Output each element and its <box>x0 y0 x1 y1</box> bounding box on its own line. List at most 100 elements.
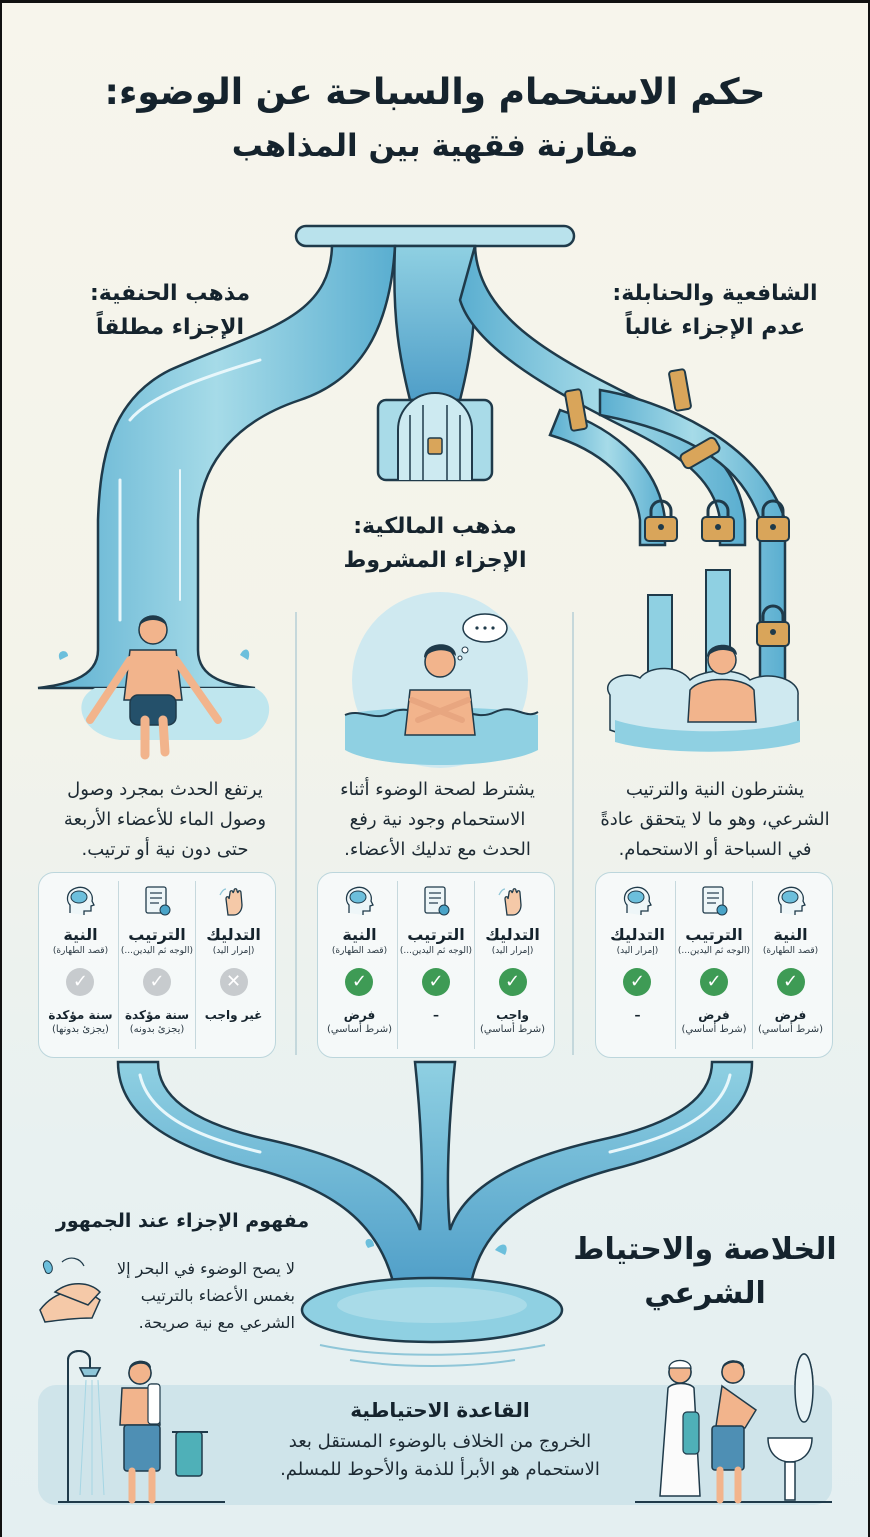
ruling-label: فرض <box>698 1008 730 1022</box>
card-column: النية (قصد الطهارة) ✓ فرض (شرط أساسي) <box>322 881 397 1049</box>
precaution-rule: القاعدة الاحتياطية الخروج من الخلاف بالو… <box>220 1398 660 1484</box>
rubbing-hand-icon <box>218 888 243 916</box>
page-title: حكم الاستحمام والسباحة عن الوضوء: <box>104 72 766 113</box>
rubbing-hand-icon <box>497 888 522 916</box>
majority-line: الشرعي مع نية صريحة. <box>138 1313 295 1332</box>
scroll-list-icon <box>145 886 171 916</box>
sitting-man-illustration <box>58 615 270 760</box>
x-mark-icon: ✕ <box>219 968 248 996</box>
thinking-man-illustration <box>344 592 539 768</box>
shafii-heading-line2: عدم الإجزاء غالباً <box>624 315 806 340</box>
column-subtitle: (إمرار اليد) <box>491 946 534 956</box>
precaution-rule-text: الخروج من الخلاف بالوضوء المستقل بعد الا… <box>220 1428 660 1484</box>
converging-streams <box>116 1060 754 1367</box>
column-title: التدليك <box>206 925 261 944</box>
column-subtitle: (الوجه ثم اليدين...) <box>677 946 751 956</box>
check-icon: ✓ <box>66 968 95 996</box>
column-subtitle: (إمرار اليد) <box>616 946 659 956</box>
hanafi-heading-line2: الإجزاء مطلقاً <box>95 315 245 340</box>
column-title: الترتيب <box>407 925 465 944</box>
top-water-bar <box>294 224 576 248</box>
ruling-note: (يجزئ بدونه) <box>129 1024 185 1035</box>
shafii-hanbali-ruling-card: النية (قصد الطهارة) ✓ فرض (شرط أساسي) ال… <box>595 872 833 1058</box>
rule-line: الخروج من الخلاف بالوضوء المستقل بعد <box>288 1431 592 1452</box>
washing-hands-icon <box>39 1257 102 1323</box>
desc-line: حتى دون نية أو ترتيب. <box>81 839 249 860</box>
ruling-note: (شرط أساسي) <box>758 1024 824 1035</box>
card-column: الترتيب (الوجه ثم اليدين...) ✓ – <box>396 881 474 1049</box>
precaution-rule-title: القاعدة الاحتياطية <box>350 1398 530 1422</box>
desc-line: الشرعي، وهو ما لا يتحقق عادةً <box>600 809 830 830</box>
majority-text: لا يصح الوضوء في البحر إلا بغمس الأعضاء … <box>110 1255 295 1336</box>
ruling-note: (شرط أساسي) <box>681 1024 747 1035</box>
desc-line: وصول الماء للأعضاء الأربعة <box>63 809 267 830</box>
shafii-description: يشترطون النية والترتيب الشرعي، وهو ما لا… <box>580 775 850 865</box>
maliki-heading-line2: الإجزاء المشروط <box>343 548 527 573</box>
column-title: التدليك <box>485 925 540 944</box>
card-column: الترتيب (الوجه ثم اليدين...) ✓ سنة مؤكدة… <box>117 881 195 1049</box>
center-water-stream <box>376 244 494 482</box>
swimming-man-illustration <box>607 644 800 752</box>
conclusion-heading-line2: الشرعي <box>644 1276 766 1311</box>
card-column: التدليك (إمرار اليد) ✓ واجب (شرط أساسي) <box>474 881 550 1049</box>
desc-line: في السباحة أو الاستحمام. <box>618 839 812 860</box>
ruling-label: – <box>433 1008 439 1022</box>
check-icon: ✓ <box>422 968 450 996</box>
scroll-list-icon <box>702 886 728 916</box>
ruling-note: (شرط أساسي) <box>326 1024 392 1035</box>
ruling-label: فرض <box>774 1008 807 1022</box>
column-subtitle: (قصد الطهارة) <box>52 946 109 956</box>
check-icon: ✓ <box>776 968 805 996</box>
column-title: النية <box>63 925 98 944</box>
maliki-ruling-card: التدليك (إمرار اليد) ✓ واجب (شرط أساسي) … <box>317 872 555 1058</box>
desc-line: يشترطون النية والترتيب <box>625 779 805 800</box>
check-icon: ✓ <box>498 968 527 996</box>
majority-line: لا يصح الوضوء في البحر إلا <box>116 1259 295 1278</box>
maliki-description: يشترط لصحة الوضوء أثناء الاستحمام وجود ن… <box>305 775 570 865</box>
column-title: الترتيب <box>128 925 186 944</box>
check-icon: ✓ <box>143 968 171 996</box>
card-column: النية (قصد الطهارة) ✓ سنة مؤكدة (يجزئ بد… <box>43 881 118 1049</box>
column-title: النية <box>342 925 377 944</box>
ruling-label: سنة مؤكدة <box>48 1008 113 1022</box>
rule-line: الاستحمام هو الأبرأ للذمة والأحوط للمسلم… <box>280 1459 600 1480</box>
brain-icon <box>67 886 96 915</box>
brain-icon <box>346 886 375 915</box>
ruling-label: – <box>634 1008 641 1022</box>
check-icon: ✓ <box>345 968 374 996</box>
brain-icon <box>624 886 653 915</box>
ruling-label: سنة مؤكدة <box>124 1008 190 1022</box>
page-subtitle: مقارنة فقهية بين المذاهب <box>231 128 639 164</box>
column-subtitle: (قصد الطهارة) <box>331 946 388 956</box>
brain-icon <box>777 886 806 915</box>
hanafi-heading: مذهب الحنفية: الإجزاء مطلقاً <box>40 277 300 345</box>
desc-line: يشترط لصحة الوضوء أثناء <box>340 779 535 800</box>
scroll-list-icon <box>424 886 450 916</box>
card-column: الترتيب (الوجه ثم اليدين...) ✓ فرض (شرط … <box>674 881 752 1049</box>
ruling-note: (شرط أساسي) <box>480 1024 546 1035</box>
hanafi-ruling-card: التدليك (إمرار اليد) ✕ غير واجب الترتيب … <box>38 872 276 1058</box>
card-column: التدليك (إمرار اليد) ✓ – <box>600 881 675 1049</box>
ruling-note: (يجزئ بدونها) <box>52 1024 109 1035</box>
maliki-heading: مذهب المالكية: الإجزاء المشروط <box>310 510 560 578</box>
ruling-label: فرض <box>343 1008 376 1022</box>
desc-line: الحدث مع تدليك الأعضاء. <box>344 839 531 860</box>
card-column: التدليك (إمرار اليد) ✕ غير واجب <box>195 881 271 1049</box>
conclusion-heading-line1: الخلاصة والاحتياط <box>573 1232 837 1267</box>
majority-heading: مفهوم الإجزاء عند الجمهور <box>55 1210 310 1232</box>
padlock-icons <box>644 499 790 647</box>
check-icon: ✓ <box>623 968 652 996</box>
maliki-heading-line1: مذهب المالكية: <box>353 514 517 539</box>
column-subtitle: (الوجه ثم اليدين...) <box>399 946 473 956</box>
column-title: التدليك <box>610 925 665 944</box>
card-column: النية (قصد الطهارة) ✓ فرض (شرط أساسي) <box>752 881 828 1049</box>
conclusion-heading: الخلاصة والاحتياط الشرعي <box>565 1228 845 1316</box>
column-title: النية <box>773 925 808 944</box>
ruling-label: غير واجب <box>204 1008 263 1022</box>
column-subtitle: (الوجه ثم اليدين...) <box>120 946 194 956</box>
majority-line: بغمس الأعضاء بالترتيب <box>140 1286 295 1305</box>
gate-lock-icon <box>427 437 443 455</box>
ruling-label: واجب <box>496 1008 529 1022</box>
column-title: الترتيب <box>685 925 743 944</box>
desc-line: يرتفع الحدث بمجرد وصول <box>67 779 263 800</box>
